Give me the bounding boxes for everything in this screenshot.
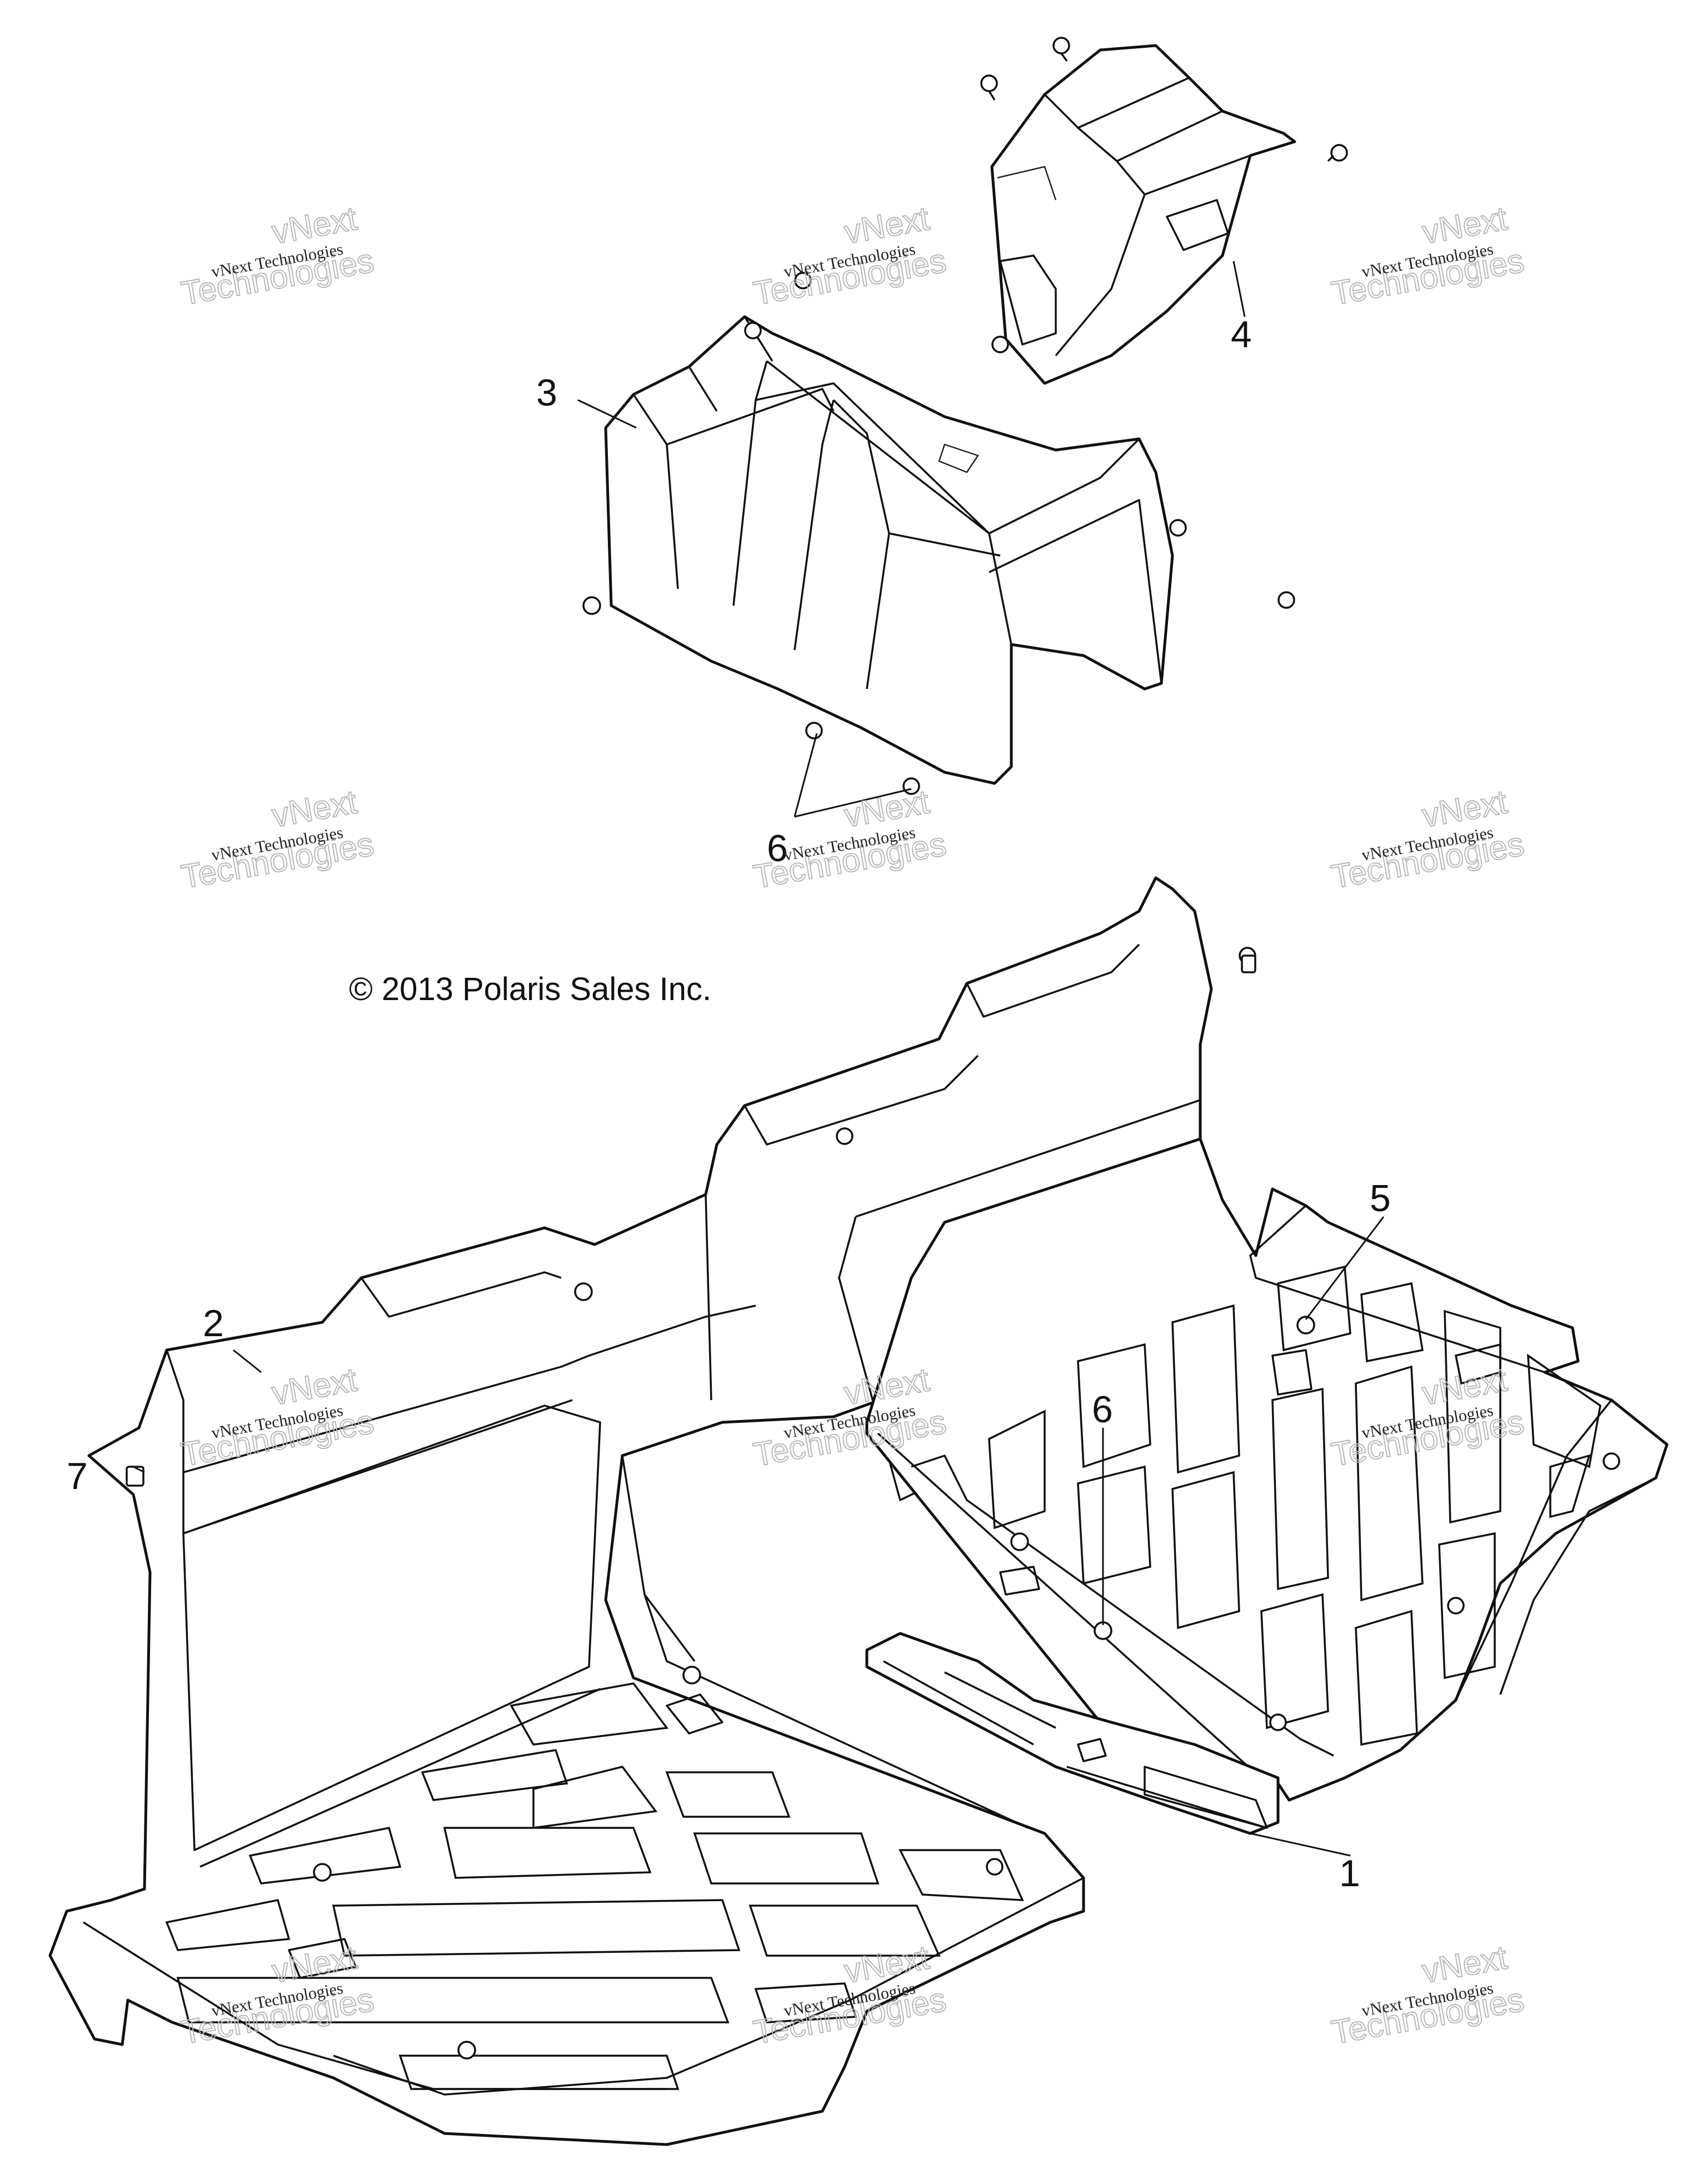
rivet-icon: [986, 1858, 1004, 1876]
svg-text:vNext: vNext: [1419, 783, 1510, 834]
watermark: vNext Technologies vNext Technologies: [1328, 199, 1528, 313]
rivet-icon: [574, 1282, 593, 1301]
clip-icon: [1241, 954, 1256, 973]
callout-2: 2: [203, 1302, 224, 1345]
rivet-icon: [313, 1863, 332, 1882]
watermark: vNext Technologies vNext Technologies: [750, 199, 950, 313]
rivet-icon: [1603, 1452, 1620, 1470]
part-2-floor-panel: [48, 876, 1257, 2146]
rivet-icon: [980, 74, 998, 101]
watermark: vNext Technologies vNext Technologies: [1328, 1938, 1528, 2052]
rivet-icon: [836, 1127, 854, 1145]
rivet-icon: [991, 336, 1009, 353]
svg-text:vNext: vNext: [269, 199, 360, 251]
callout-7: 7: [67, 1455, 88, 1497]
callout-6-bottom: 6: [1092, 1388, 1113, 1431]
rivet-icon: [1277, 591, 1295, 609]
rivet-icon: [582, 596, 601, 615]
rivet-icon: [1296, 1316, 1315, 1335]
floor-grid-right: [988, 1265, 1601, 1746]
part-3-shield: [604, 315, 1174, 785]
rivet-icon: [805, 722, 823, 739]
svg-text:vNext: vNext: [1419, 1938, 1510, 1990]
watermark: vNext Technologies vNext Technologies: [178, 199, 377, 313]
rivet-icon: [1327, 144, 1348, 162]
rivet-icon: [682, 1666, 701, 1685]
copyright-notice: © 2013 Polaris Sales Inc.: [349, 971, 711, 1007]
rivet-icon: [794, 272, 812, 289]
watermark: vNext Technologies vNext Technologies: [178, 782, 377, 896]
callouts: 3 4 6 2 5 6 7 1: [67, 313, 1391, 1895]
svg-text:vNext: vNext: [841, 783, 932, 834]
rivet-icon: [744, 322, 762, 339]
svg-text:vNext: vNext: [1419, 199, 1510, 251]
leader-lines: [133, 261, 1385, 1857]
rivet-icon: [1447, 1597, 1465, 1615]
callout-4: 4: [1231, 313, 1252, 356]
rivet-icon: [1010, 1532, 1029, 1551]
svg-text:vNext: vNext: [269, 783, 360, 834]
fasteners: [126, 37, 1620, 2060]
svg-text:vNext: vNext: [841, 199, 932, 251]
rivet-icon: [457, 2041, 476, 2060]
watermark: vNext Technologies vNext Technologies: [1328, 782, 1528, 896]
rivet-icon: [1052, 37, 1070, 62]
part-4-shield: [990, 44, 1296, 385]
callout-6-top: 6: [767, 827, 788, 869]
callout-5: 5: [1370, 1177, 1391, 1220]
part-1-floor: [865, 1137, 1669, 1835]
callout-3: 3: [536, 372, 557, 414]
rivet-icon: [1269, 1713, 1287, 1731]
callout-1: 1: [1339, 1852, 1360, 1895]
rivet-icon: [1169, 519, 1187, 537]
floor-grid: [165, 1682, 1024, 2090]
